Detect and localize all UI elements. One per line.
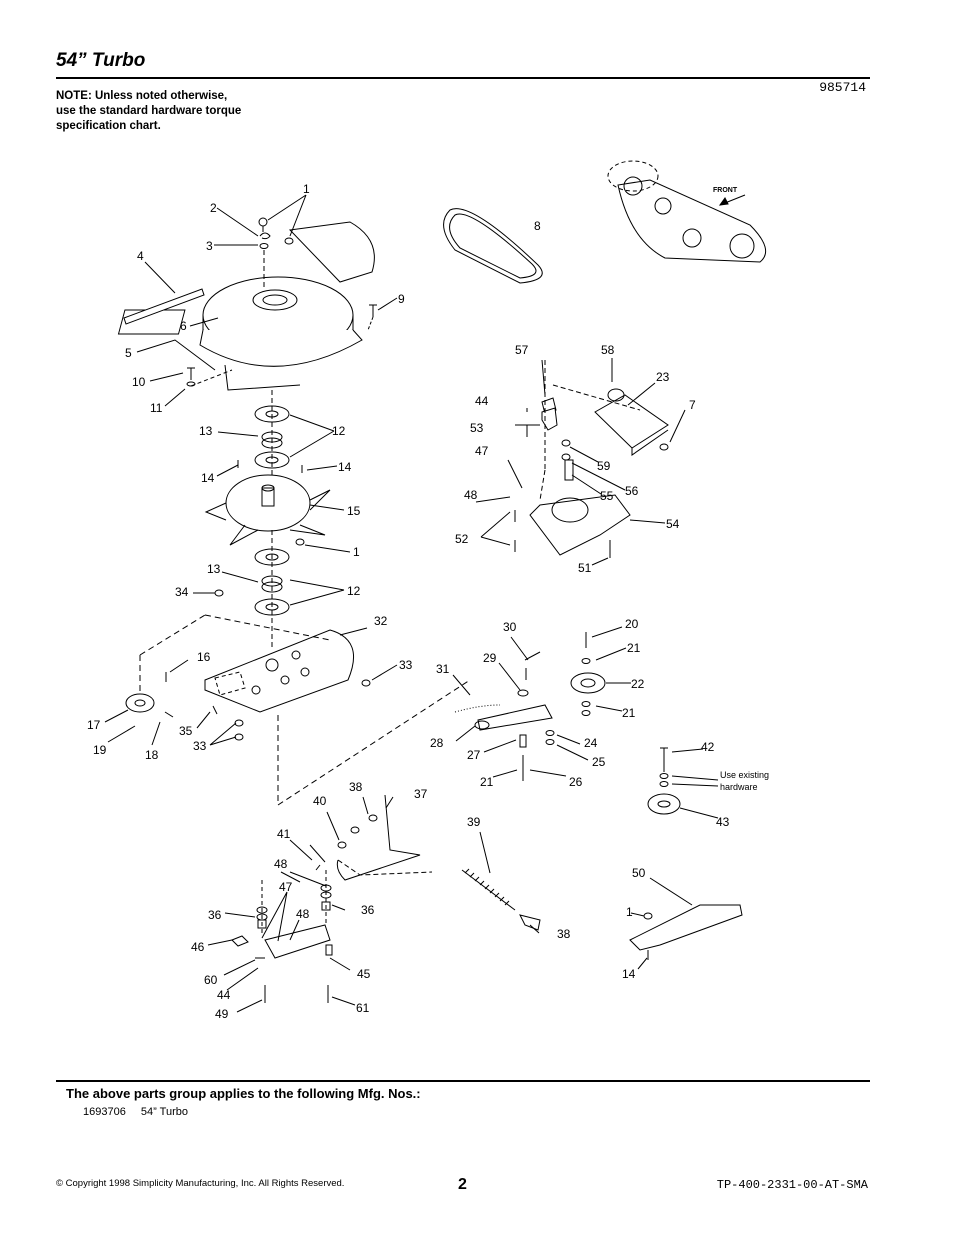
callout-13: 13	[199, 424, 213, 438]
callout-6: 6	[180, 319, 187, 333]
applies-heading: The above parts group applies to the fol…	[66, 1086, 421, 1101]
callout-5: 5	[125, 346, 132, 360]
callout-9: 9	[398, 292, 405, 306]
callout-15: 15	[347, 504, 361, 518]
callout-61: 61	[356, 1001, 370, 1015]
callout-37: 37	[414, 787, 428, 801]
callout-8: 8	[534, 219, 541, 233]
callout-49: 49	[215, 1007, 229, 1021]
callout-44: 44	[217, 988, 231, 1002]
mfg-number: 1693706	[83, 1106, 126, 1118]
page-number: 2	[458, 1176, 467, 1193]
callout-40: 40	[313, 794, 327, 808]
callout-23: 23	[656, 370, 670, 384]
callout-45: 45	[357, 967, 371, 981]
callout-33: 33	[193, 739, 207, 753]
callout-26: 26	[569, 775, 583, 789]
footer-rule	[56, 1080, 870, 1082]
callout-17: 17	[87, 718, 101, 732]
callout-59: 59	[597, 459, 611, 473]
callout-21: 21	[622, 706, 636, 720]
callout-60: 60	[204, 973, 218, 987]
front-label: FRONT	[713, 187, 738, 194]
callout-28: 28	[430, 736, 444, 750]
callout-14: 14	[622, 967, 636, 981]
callout-4: 4	[137, 249, 144, 263]
drawing-number: 985714	[819, 80, 866, 95]
callout-19: 19	[93, 743, 107, 757]
page-title: 54” Turbo	[56, 50, 146, 71]
callout-21: 21	[627, 641, 641, 655]
callout-10: 10	[132, 375, 146, 389]
callout-46: 46	[191, 940, 205, 954]
callout-22: 22	[631, 677, 645, 691]
mfg-number-row: 1693706 54” Turbo	[83, 1106, 200, 1118]
callout-21: 21	[480, 775, 494, 789]
callout-1: 1	[353, 545, 360, 559]
callout-38: 38	[557, 927, 571, 941]
use-existing-label: Use existing	[720, 770, 769, 780]
callout-33: 33	[399, 658, 413, 672]
callout-56: 56	[625, 484, 639, 498]
use-existing-label: hardware	[720, 782, 758, 792]
callout-50: 50	[632, 866, 646, 880]
document-number: TP-400-2331-00-AT-SMA	[716, 1178, 868, 1192]
callout-1: 1	[626, 905, 633, 919]
callout-47: 47	[475, 444, 489, 458]
callout-48: 48	[274, 857, 288, 871]
callout-29: 29	[483, 651, 497, 665]
callout-51: 51	[578, 561, 592, 575]
callout-14: 14	[338, 460, 352, 474]
callout-57: 57	[515, 343, 529, 357]
callout-35: 35	[179, 724, 193, 738]
callout-48: 48	[296, 907, 310, 921]
callout-25: 25	[592, 755, 606, 769]
mfg-model: 54” Turbo	[140, 1106, 188, 1118]
callout-16: 16	[197, 650, 211, 664]
torque-note: NOTE: Unless noted otherwise, use the st…	[56, 89, 241, 134]
callout-20: 20	[625, 617, 639, 631]
callout-12: 12	[332, 424, 346, 438]
callout-39: 39	[467, 815, 481, 829]
callout-44: 44	[475, 394, 489, 408]
callout-53: 53	[470, 421, 484, 435]
callout-18: 18	[145, 748, 159, 762]
header-rule	[56, 77, 870, 79]
note-line: use the standard hardware torque	[56, 105, 242, 117]
copyright: © Copyright 1998 Simplicity Manufacturin…	[56, 1178, 345, 1189]
callout-34: 34	[175, 585, 189, 599]
callout-31: 31	[436, 662, 450, 676]
exploded-parts-diagram: FRONT Use existing hardware 1 2 3 4 5 6 …	[87, 160, 769, 1021]
callout-43: 43	[716, 815, 730, 829]
callout-14: 14	[201, 471, 215, 485]
callout-41: 41	[277, 827, 291, 841]
callout-2: 2	[210, 201, 217, 215]
callout-48: 48	[464, 488, 478, 502]
callout-42: 42	[701, 740, 715, 754]
callout-30: 30	[503, 620, 517, 634]
callout-54: 54	[666, 517, 680, 531]
callout-36: 36	[361, 903, 375, 917]
callout-12: 12	[347, 584, 361, 598]
callout-24: 24	[584, 736, 598, 750]
callout-11: 11	[150, 401, 163, 415]
callout-7: 7	[689, 398, 696, 412]
callout-55: 55	[600, 489, 614, 503]
note-line: NOTE: Unless noted otherwise,	[56, 90, 228, 102]
callout-27: 27	[467, 748, 481, 762]
callout-1: 1	[303, 182, 310, 196]
callout-38: 38	[349, 780, 363, 794]
callout-32: 32	[374, 614, 388, 628]
callout-52: 52	[455, 532, 469, 546]
callout-47: 47	[279, 880, 293, 894]
callout-3: 3	[206, 239, 213, 253]
callout-36: 36	[208, 908, 222, 922]
note-line: specification chart.	[56, 120, 161, 132]
callout-13: 13	[207, 562, 221, 576]
callout-58: 58	[601, 343, 615, 357]
